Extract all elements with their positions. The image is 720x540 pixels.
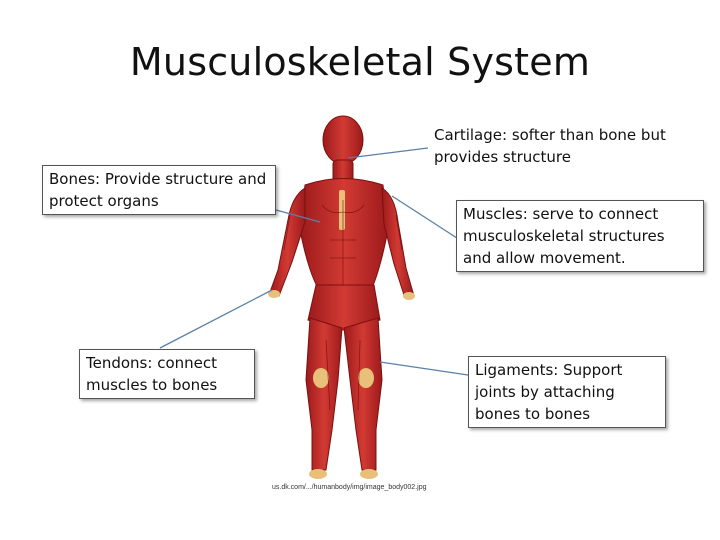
label-tendons: Tendons: connect muscles to bones (79, 349, 255, 399)
image-credit: us.dk.com/.../humanbody/img/image_body00… (272, 484, 427, 491)
leader-line-bones (275, 209, 321, 223)
label-ligaments: Ligaments: Support joints by attaching b… (468, 356, 666, 428)
human-body-figure (269, 115, 415, 471)
label-cartilage: Cartilage: softer than bone but provides… (428, 122, 678, 170)
leader-line-ligaments (379, 361, 469, 376)
label-bones: Bones: Provide structure and protect org… (42, 165, 276, 215)
leader-line-muscles (391, 195, 461, 241)
label-muscles: Muscles: serve to connect musculoskeleta… (456, 200, 704, 272)
leader-line-tendons (159, 289, 273, 349)
tendon-highlights (268, 190, 415, 479)
leader-line-cartilage (347, 147, 429, 159)
muscle-fiber-lines (283, 200, 403, 411)
slide-title: Musculoskeletal System (129, 40, 591, 84)
leader-lines (159, 147, 469, 376)
